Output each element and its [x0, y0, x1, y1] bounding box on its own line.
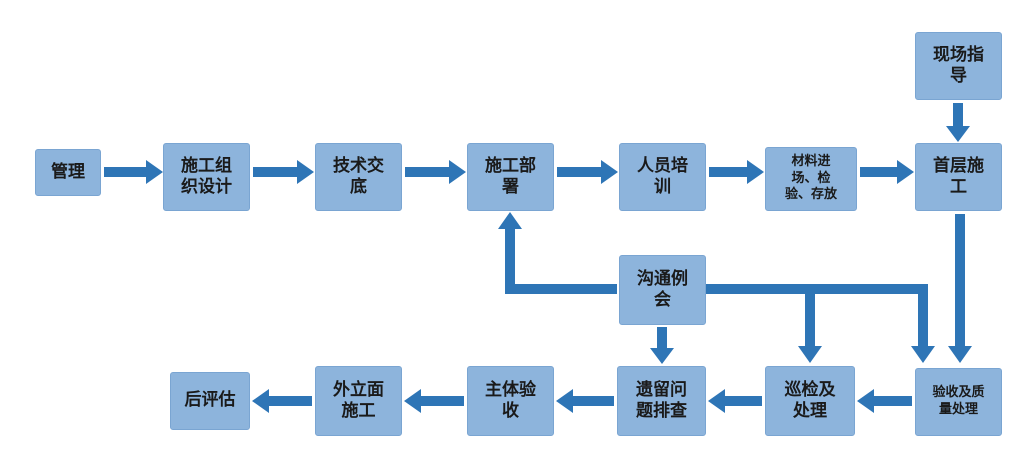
edge-org-design-to-tech-disclosure-arrow	[253, 160, 314, 184]
node-communication-meeting: 沟通例 会	[619, 255, 706, 325]
edge-main-acceptance-to-facade-arrow	[404, 389, 464, 413]
edge-tech-disclosure-to-deployment-arrow	[405, 160, 466, 184]
node-construction-deployment: 施工部 署	[467, 143, 554, 211]
node-inspection-and-handling: 巡检及 处理	[765, 366, 855, 436]
node-management: 管理	[35, 149, 101, 196]
edge-site-guidance-to-first-floor-arrow	[946, 103, 970, 142]
node-leftover-issue-check: 遗留问 题排查	[617, 366, 706, 436]
node-construction-org-design: 施工组 织设计	[163, 143, 250, 211]
edge-meeting-to-inspection-and-acceptance-arrows	[706, 284, 935, 363]
node-post-evaluation: 后评估	[170, 372, 250, 430]
node-technical-disclosure: 技术交 底	[315, 143, 402, 211]
edge-first-floor-to-acceptance-quality-arrow	[948, 214, 972, 363]
edge-leftover-issues-to-main-acceptance-arrow	[556, 389, 614, 413]
edge-inspection-to-leftover-issues-arrow	[708, 389, 762, 413]
edge-training-to-materials-arrow	[709, 160, 764, 184]
edge-meeting-to-deployment-arrow	[498, 212, 617, 294]
edge-management-to-org-design-arrow	[104, 160, 163, 184]
node-first-floor-construction: 首层施 工	[915, 143, 1002, 211]
node-personnel-training: 人员培 训	[619, 143, 706, 211]
edge-acceptance-quality-to-inspection-arrow	[857, 389, 912, 413]
edge-materials-to-first-floor-arrow	[860, 160, 914, 184]
edge-facade-to-post-evaluation-arrow	[252, 389, 312, 413]
node-facade-construction: 外立面 施工	[315, 366, 402, 436]
node-main-structure-acceptance: 主体验 收	[467, 366, 554, 436]
node-material-entry-inspection-storage: 材料进 场、检 验、存放	[765, 147, 857, 211]
edge-deployment-to-training-arrow	[557, 160, 618, 184]
edge-meeting-to-leftover-issues-arrow	[650, 327, 674, 364]
node-acceptance-and-quality-handling: 验收及质 量处理	[915, 368, 1002, 436]
node-site-guidance: 现场指 导	[915, 32, 1002, 100]
